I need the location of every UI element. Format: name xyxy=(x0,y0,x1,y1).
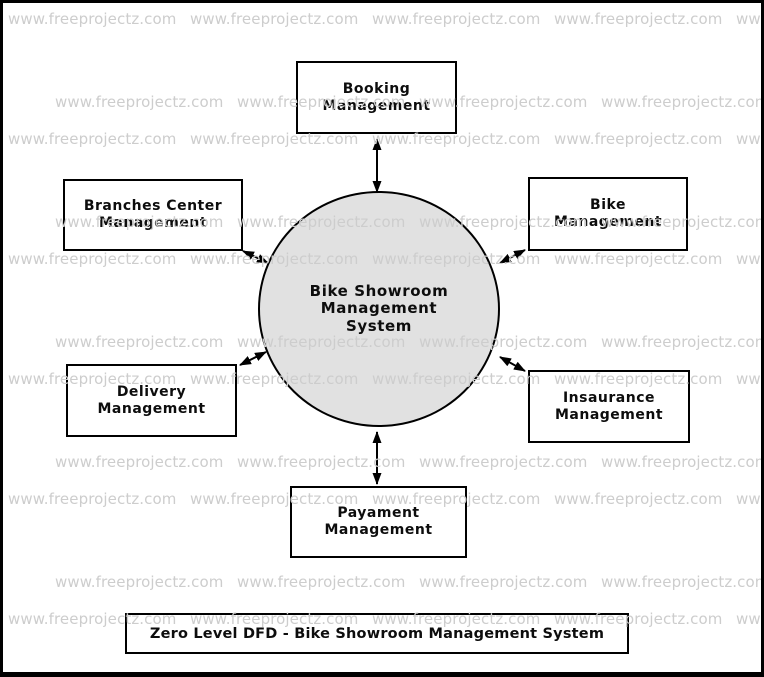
process-circle-label-line3: System xyxy=(345,316,413,335)
arrow-delivery-center xyxy=(239,351,267,366)
arrow-layer xyxy=(239,138,526,485)
diagram-title: Zero Level DFD - Bike Showroom Managemen… xyxy=(149,625,605,642)
node-delivery-label-line2: Management xyxy=(97,400,206,417)
node-branches-label-line2: Management xyxy=(98,215,208,231)
node-branches-label-line1: Branches Center xyxy=(83,198,223,214)
diagram-title-box: Zero Level DFD - Bike Showroom Managemen… xyxy=(125,613,629,654)
process-circle: Bike Showroom Management System xyxy=(258,191,500,427)
process-circle-label-line1: Bike Showroom xyxy=(309,281,449,300)
node-branches-center-management: Branches Center Management xyxy=(63,179,243,251)
node-payment-management: Payament Management xyxy=(290,486,467,558)
arrow-bike-center xyxy=(499,249,526,264)
node-booking-label-line1: Booking xyxy=(342,80,411,97)
node-booking-label-line2: Management xyxy=(322,97,431,114)
node-insurance-management: Insaurance Management xyxy=(528,370,690,443)
arrow-branches-center xyxy=(242,250,269,264)
node-delivery-management: Delivery Management xyxy=(66,364,237,437)
node-payment-label-line2: Management xyxy=(324,522,433,538)
process-circle-label-line2: Management xyxy=(320,299,438,318)
node-bike-label-line2: Management xyxy=(553,214,663,230)
node-insurance-label-line1: Insaurance xyxy=(562,389,656,406)
node-booking-management: Booking Management xyxy=(296,61,457,134)
node-bike-management: Bike Management xyxy=(528,177,688,251)
arrow-insurance-center xyxy=(499,356,526,372)
node-payment-label-line1: Payament xyxy=(337,505,420,521)
node-delivery-label-line1: Delivery xyxy=(116,383,187,400)
node-bike-label-line1: Bike xyxy=(590,197,626,213)
node-insurance-label-line2: Management xyxy=(554,406,664,423)
